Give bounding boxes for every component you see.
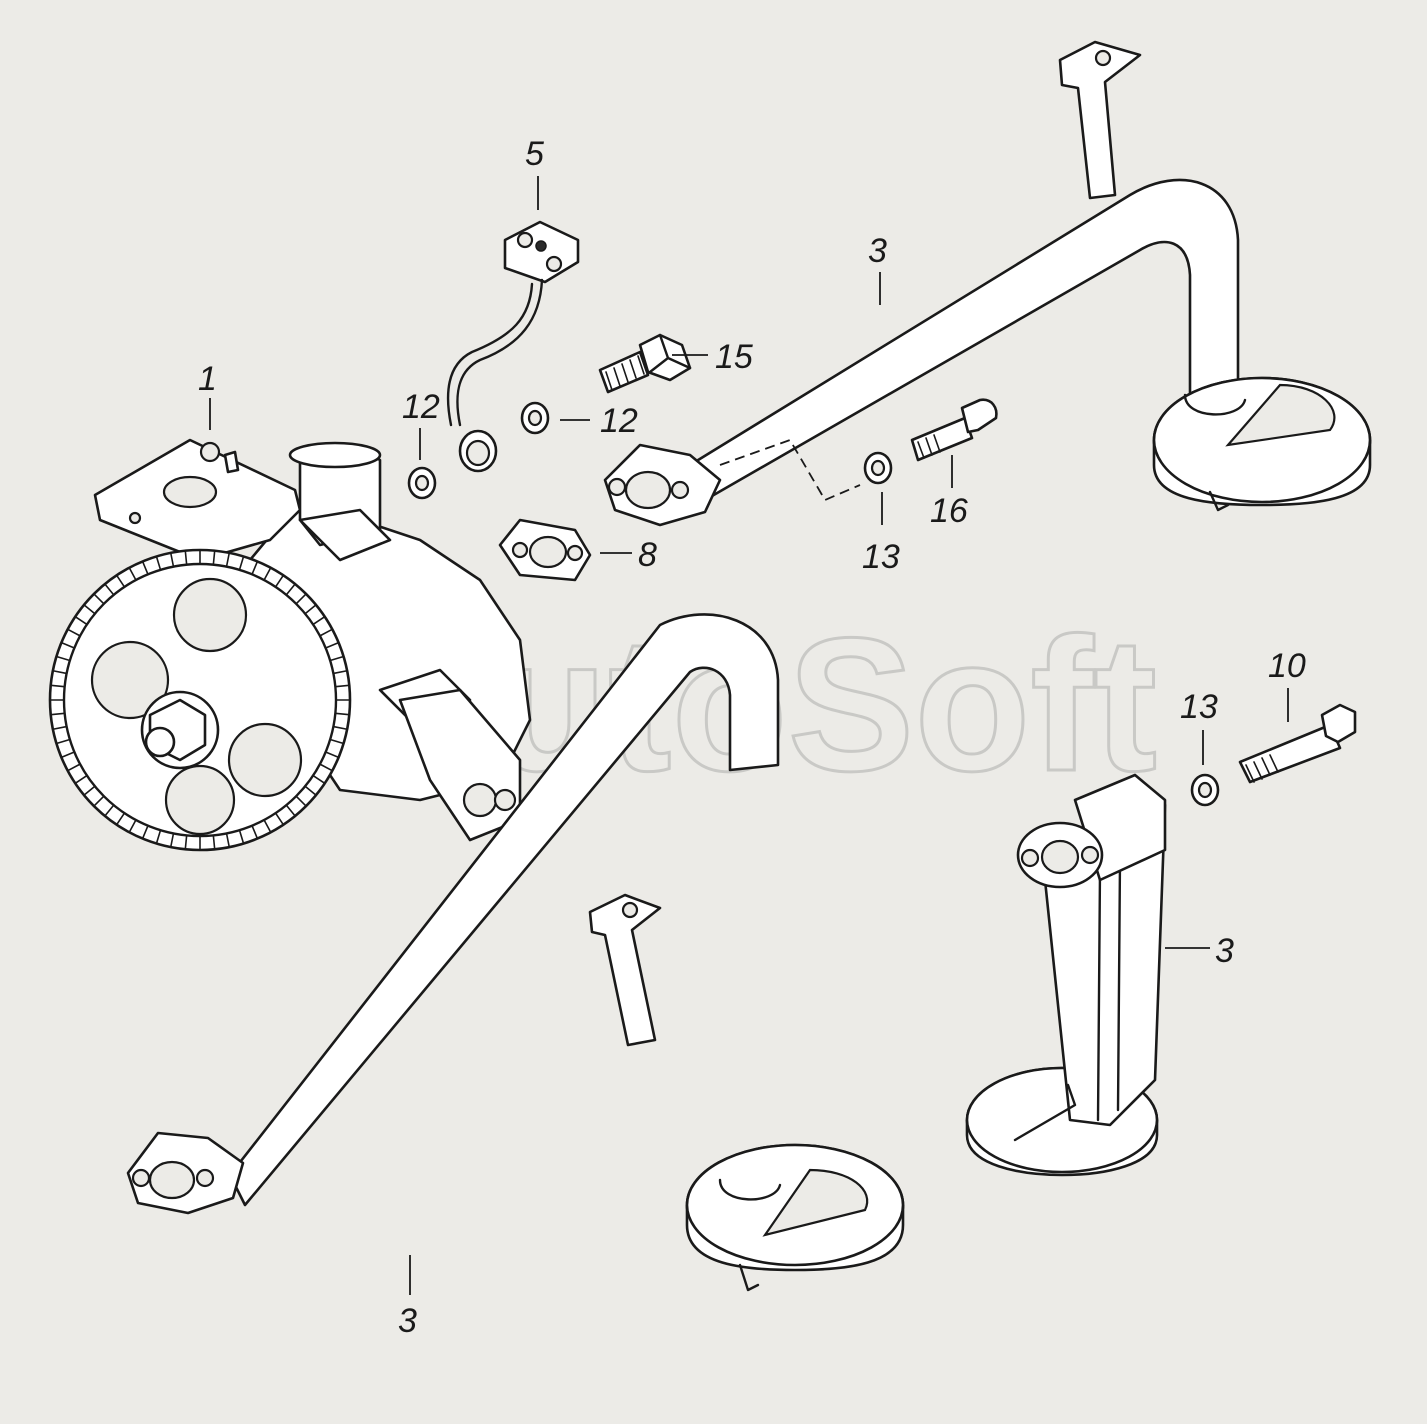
- gear-tooth: [332, 725, 348, 731]
- bolt-16: [910, 398, 998, 462]
- gear-tooth: [74, 615, 88, 626]
- gear-tooth: [212, 834, 216, 851]
- oil-pump: [48, 438, 532, 852]
- gear-tooth: [52, 669, 68, 675]
- gear-tooth: [49, 712, 66, 716]
- gear-tooth: [155, 829, 162, 845]
- gear-tooth: [212, 549, 216, 566]
- callout-12a: 12: [402, 388, 440, 426]
- callout-5: 5: [525, 135, 544, 173]
- gear-tooth: [263, 819, 272, 834]
- gear-tooth: [128, 819, 137, 834]
- callout-3-bottom: 3: [398, 1302, 417, 1340]
- callout-16: 16: [930, 492, 968, 530]
- washer-12a: [407, 466, 437, 500]
- gear-tooth: [184, 549, 188, 566]
- gear-tooth: [329, 738, 345, 745]
- callout-1: 1: [198, 360, 217, 398]
- gear-tooth: [238, 829, 245, 845]
- gear-tooth: [184, 834, 188, 851]
- callout-13a: 13: [862, 538, 900, 576]
- gear-tooth: [295, 795, 307, 807]
- gear-tooth: [74, 774, 88, 785]
- washer-12b: [520, 401, 550, 435]
- gear-tooth: [251, 824, 259, 840]
- gear-tooth: [304, 785, 317, 796]
- gear-tooth: [60, 641, 76, 649]
- callout-3-top: 3: [868, 232, 887, 270]
- gear-tooth: [312, 774, 326, 785]
- gear-tooth: [169, 832, 175, 848]
- gear-tooth: [285, 583, 296, 596]
- gear-tooth: [251, 560, 259, 576]
- gear-tooth: [93, 593, 105, 605]
- gear-tooth: [324, 751, 340, 759]
- gear-tooth: [334, 684, 351, 688]
- gear-tooth: [169, 552, 175, 568]
- oil-tube: [446, 220, 580, 473]
- gear-tooth: [93, 795, 105, 807]
- gear-tooth: [52, 725, 68, 731]
- gear-tooth: [66, 763, 81, 772]
- gear-tooth: [66, 628, 81, 637]
- gear-tooth: [295, 593, 307, 605]
- gear-tooth: [263, 566, 272, 581]
- callout-15: 15: [715, 338, 753, 376]
- callout-8: 8: [638, 536, 657, 574]
- gear-tooth: [155, 555, 162, 571]
- gear-tooth: [83, 604, 96, 615]
- gear-tooth: [104, 583, 115, 596]
- gear-tooth: [104, 804, 115, 817]
- gear-tooth: [83, 785, 96, 796]
- gear-tooth: [225, 552, 231, 568]
- gear-tooth: [334, 712, 351, 716]
- pickup-pipe-top: [603, 40, 1372, 527]
- gear-tooth: [332, 669, 348, 675]
- callout-12b: 12: [600, 402, 638, 440]
- gear-tooth: [319, 763, 334, 772]
- gear-tooth: [128, 566, 137, 581]
- washer-13b: [1190, 773, 1220, 807]
- gear-tooth: [49, 684, 66, 688]
- gear-tooth: [312, 615, 326, 626]
- gear-tooth: [55, 655, 71, 662]
- gear-tooth: [285, 804, 296, 817]
- callout-3-right: 3: [1215, 932, 1234, 970]
- gear-tooth: [115, 574, 126, 588]
- gear-tooth: [319, 628, 334, 637]
- bolt-10: [1238, 703, 1357, 784]
- washer-13a: [863, 451, 893, 485]
- gear-tooth: [141, 824, 149, 840]
- gasket-8: [498, 518, 592, 582]
- bolt-15: [598, 333, 692, 394]
- gear-tooth: [225, 832, 231, 848]
- gear-tooth: [304, 604, 317, 615]
- gear-tooth: [274, 574, 285, 588]
- gear-tooth: [238, 555, 245, 571]
- gear-tooth: [141, 560, 149, 576]
- gear-tooth: [324, 641, 340, 649]
- gear-tooth: [115, 812, 126, 826]
- pickup-pipe-right: [965, 773, 1167, 1177]
- gear-tooth: [55, 738, 71, 745]
- callout-10: 10: [1268, 647, 1306, 685]
- gear-tooth: [329, 655, 345, 662]
- gear-tooth: [274, 812, 285, 826]
- pickup-pipe-bottom: [126, 613, 905, 1292]
- gear-tooth: [60, 751, 76, 759]
- callout-13b: 13: [1180, 688, 1218, 726]
